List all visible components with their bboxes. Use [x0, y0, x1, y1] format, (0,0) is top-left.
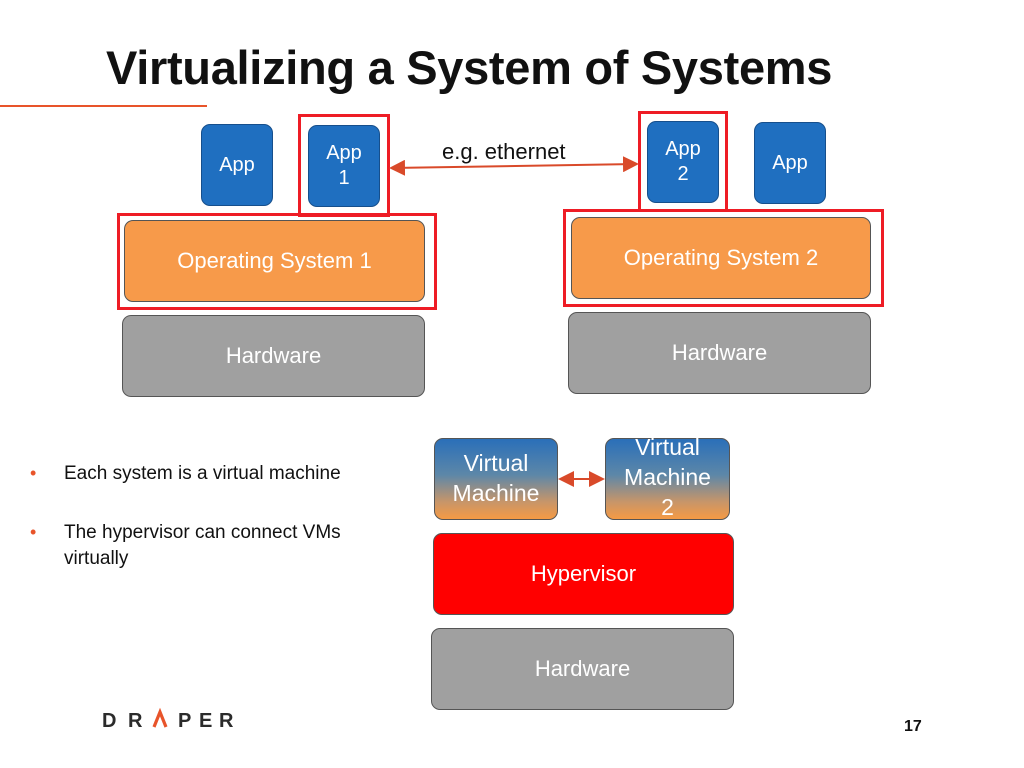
bullet-list: • Each system is a virtual machine • The…	[30, 461, 410, 605]
virtual-hardware-label: Hardware	[534, 656, 631, 682]
system1-app1-box: App 1	[308, 125, 380, 207]
svg-text:P: P	[178, 710, 191, 732]
system1-app1-label: App 1	[326, 142, 362, 189]
svg-text:E: E	[199, 710, 212, 732]
system1-app-box: App	[201, 124, 273, 206]
virtual-machine-1-label: Virtual Machine	[452, 450, 540, 506]
system1-os-box: Operating System 1	[124, 220, 425, 302]
system2-app-label: App	[772, 151, 808, 174]
ethernet-label: e.g. ethernet	[442, 139, 566, 164]
system1-os-label: Operating System 1	[177, 248, 372, 274]
system1-app1-highlight	[298, 114, 390, 217]
virtual-machine-2-box: Virtual Machine 2	[605, 434, 730, 520]
title-underline	[0, 105, 207, 107]
page-number: 17	[904, 718, 922, 735]
system2-os-label: Operating System 2	[623, 245, 819, 271]
system2-app2-box: App 2	[647, 121, 719, 203]
system2-hardware-label: Hardware	[671, 340, 768, 366]
hypervisor-label: Hypervisor	[530, 561, 637, 587]
bullet-marker: •	[30, 521, 37, 542]
bullet-text: The hypervisor can connect VMs virtually	[64, 521, 341, 570]
system1-hardware-box: Hardware	[122, 315, 425, 397]
system2-app-box: App	[754, 122, 826, 204]
system1-hardware-label: Hardware	[225, 343, 322, 369]
system2-os-box: Operating System 2	[571, 217, 871, 299]
virtual-machine-2-label: Virtual Machine 2	[624, 434, 711, 520]
bullet-text: Each system is a virtual machine	[64, 463, 341, 484]
bullet-marker: •	[30, 463, 37, 483]
bullet-item: • Each system is a virtual machine	[30, 461, 410, 488]
system1-os-highlight	[117, 213, 437, 310]
system2-app2-label: App 2	[665, 138, 701, 185]
virtual-hardware-box: Hardware	[431, 628, 734, 710]
system2-app2-highlight	[638, 111, 728, 212]
system2-os-highlight	[563, 209, 884, 307]
slide-title: Virtualizing a System of Systems	[106, 41, 833, 94]
bullet-item: • The hypervisor can connect VMs virtual…	[30, 520, 400, 573]
draper-logo: D R P E R	[100, 706, 235, 734]
hypervisor-box: Hypervisor	[433, 533, 734, 615]
virtual-machine-1-box: Virtual Machine	[434, 438, 558, 520]
svg-text:R: R	[128, 710, 143, 732]
svg-text:D: D	[102, 710, 116, 732]
svg-text:R: R	[219, 710, 234, 732]
system2-hardware-box: Hardware	[568, 312, 871, 394]
system1-app-label: App	[219, 153, 255, 176]
